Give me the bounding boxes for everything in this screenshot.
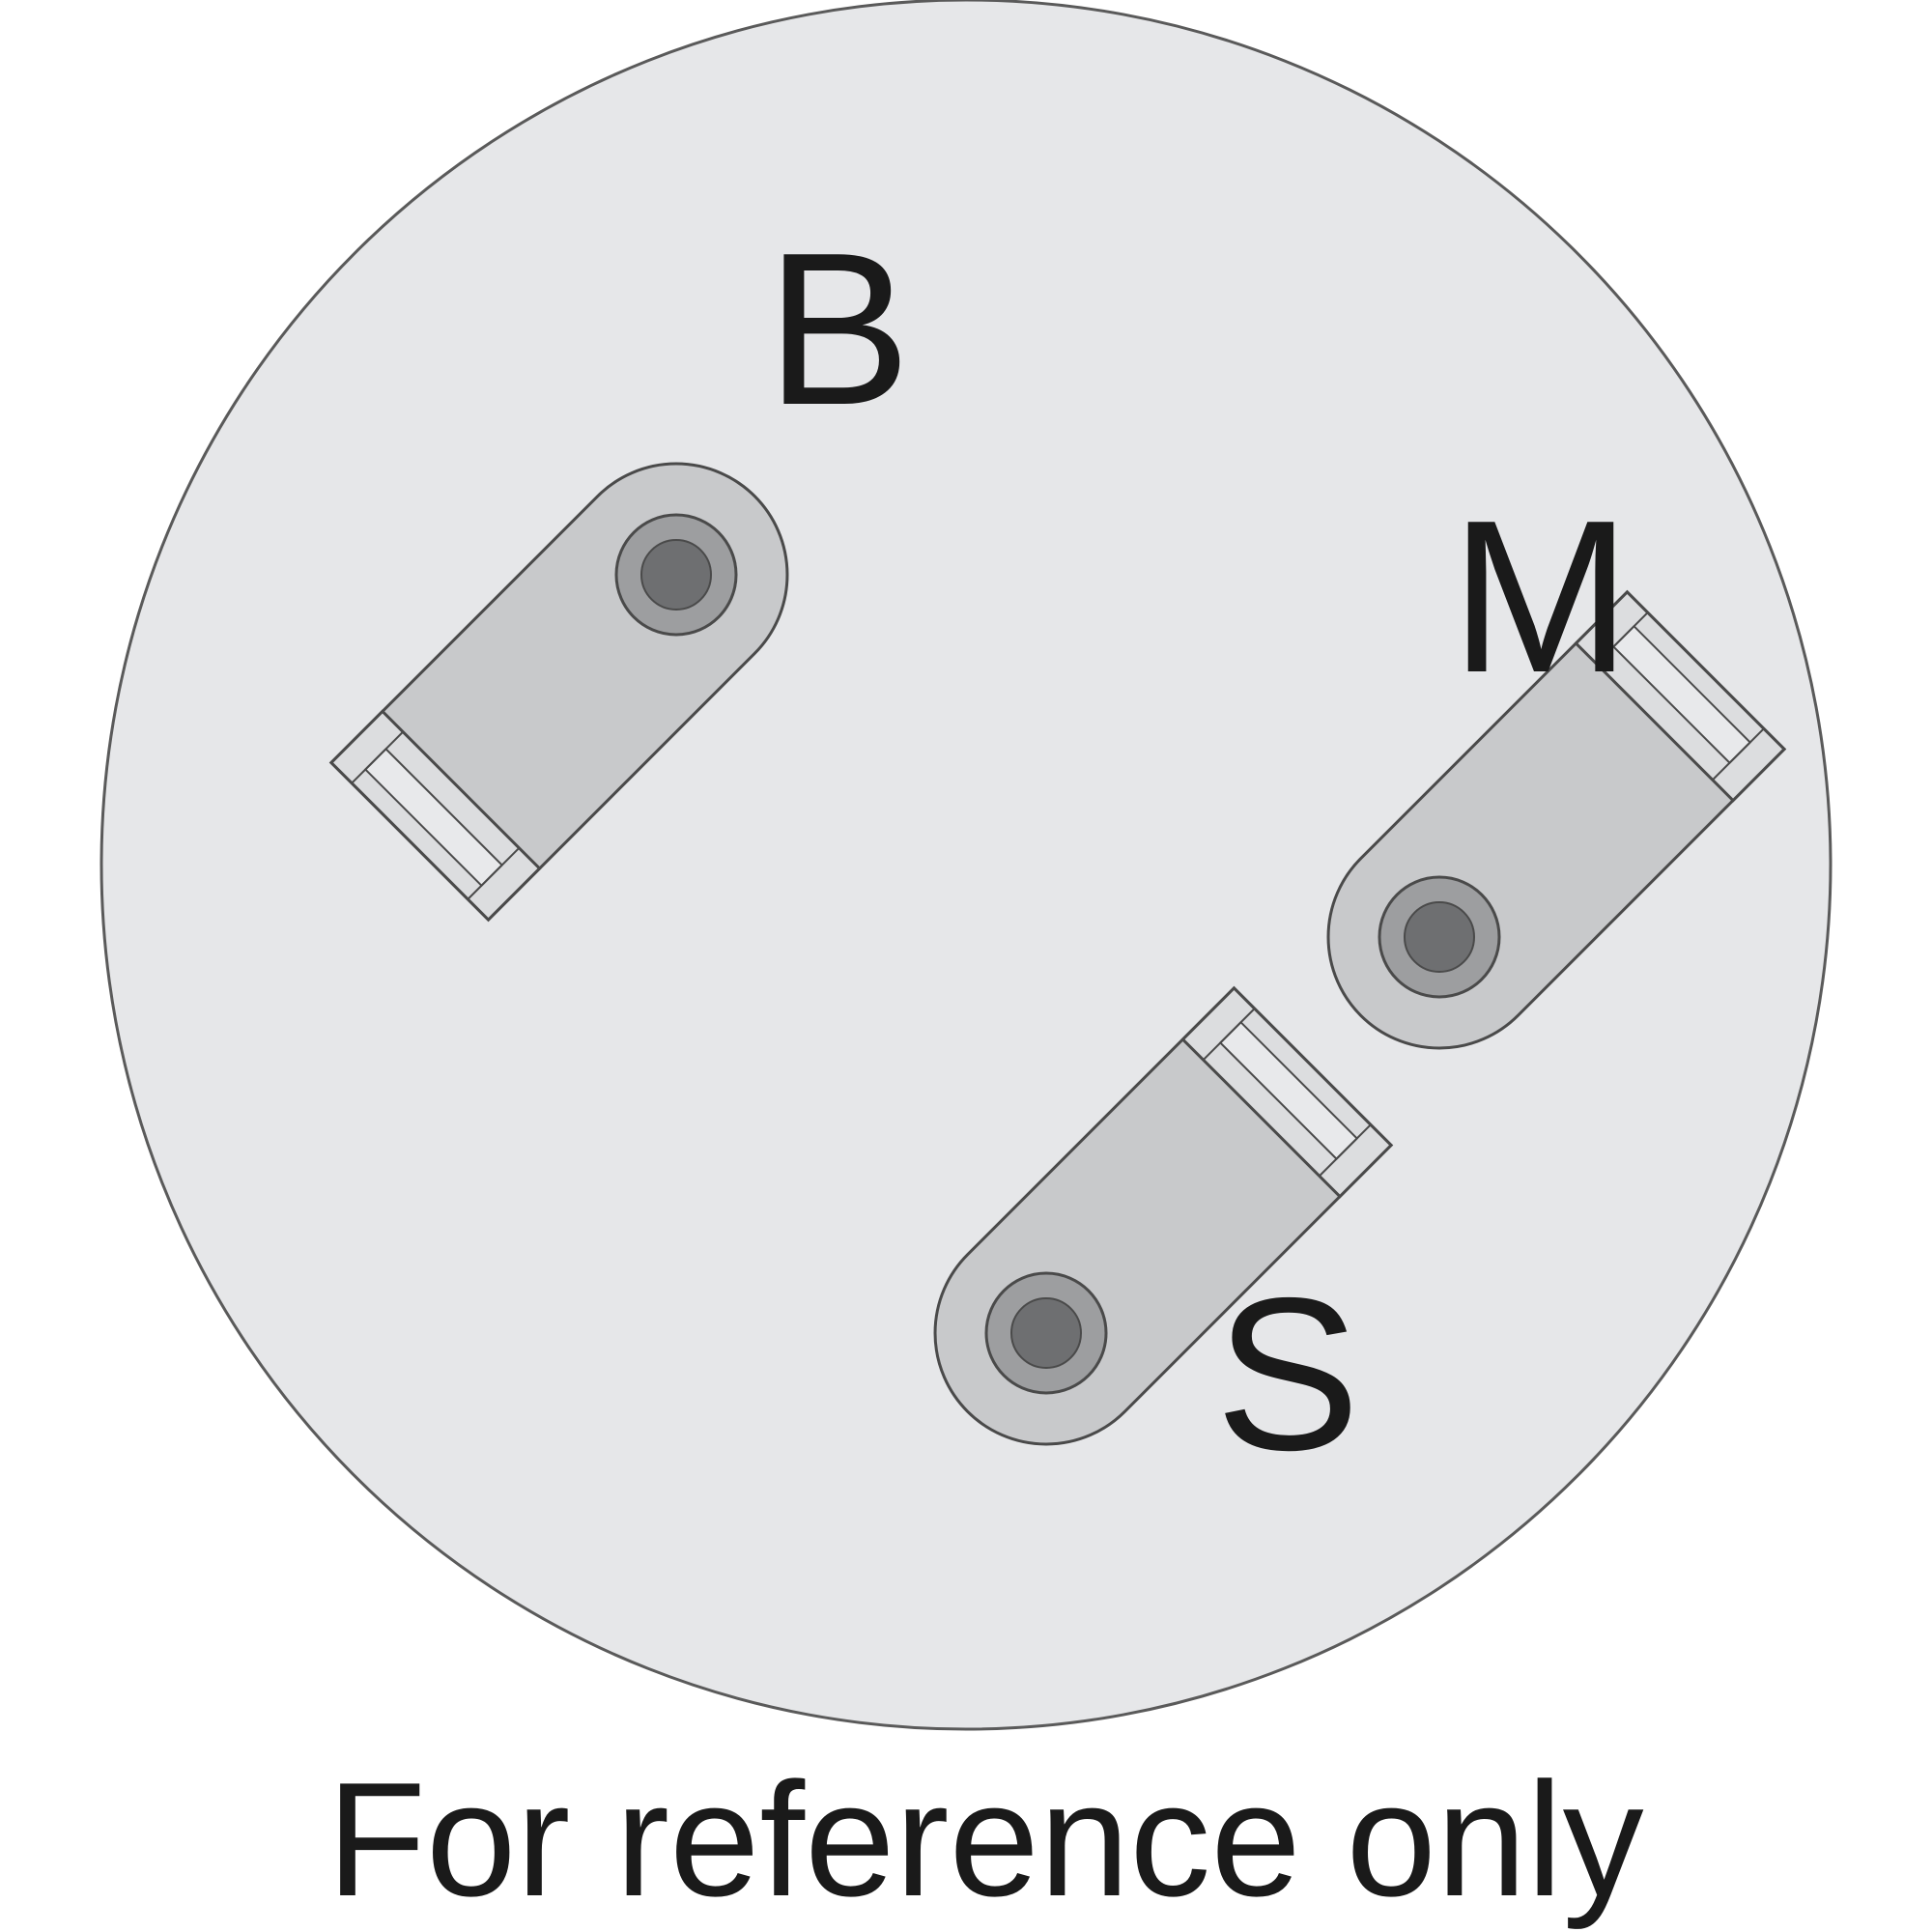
terminal-b-stud xyxy=(640,539,712,611)
reference-caption: For reference only xyxy=(327,1748,1643,1930)
terminal-m-label: M xyxy=(1450,474,1631,718)
terminal-b xyxy=(328,462,789,923)
solenoid-face xyxy=(99,0,1833,1731)
terminal-s-stud xyxy=(1010,1297,1082,1369)
terminal-s xyxy=(933,985,1394,1446)
terminal-s-label: S xyxy=(1215,1252,1360,1495)
terminal-m xyxy=(1326,589,1787,1050)
terminal-m-stud xyxy=(1404,901,1475,973)
terminal-b-label: B xyxy=(766,207,911,450)
